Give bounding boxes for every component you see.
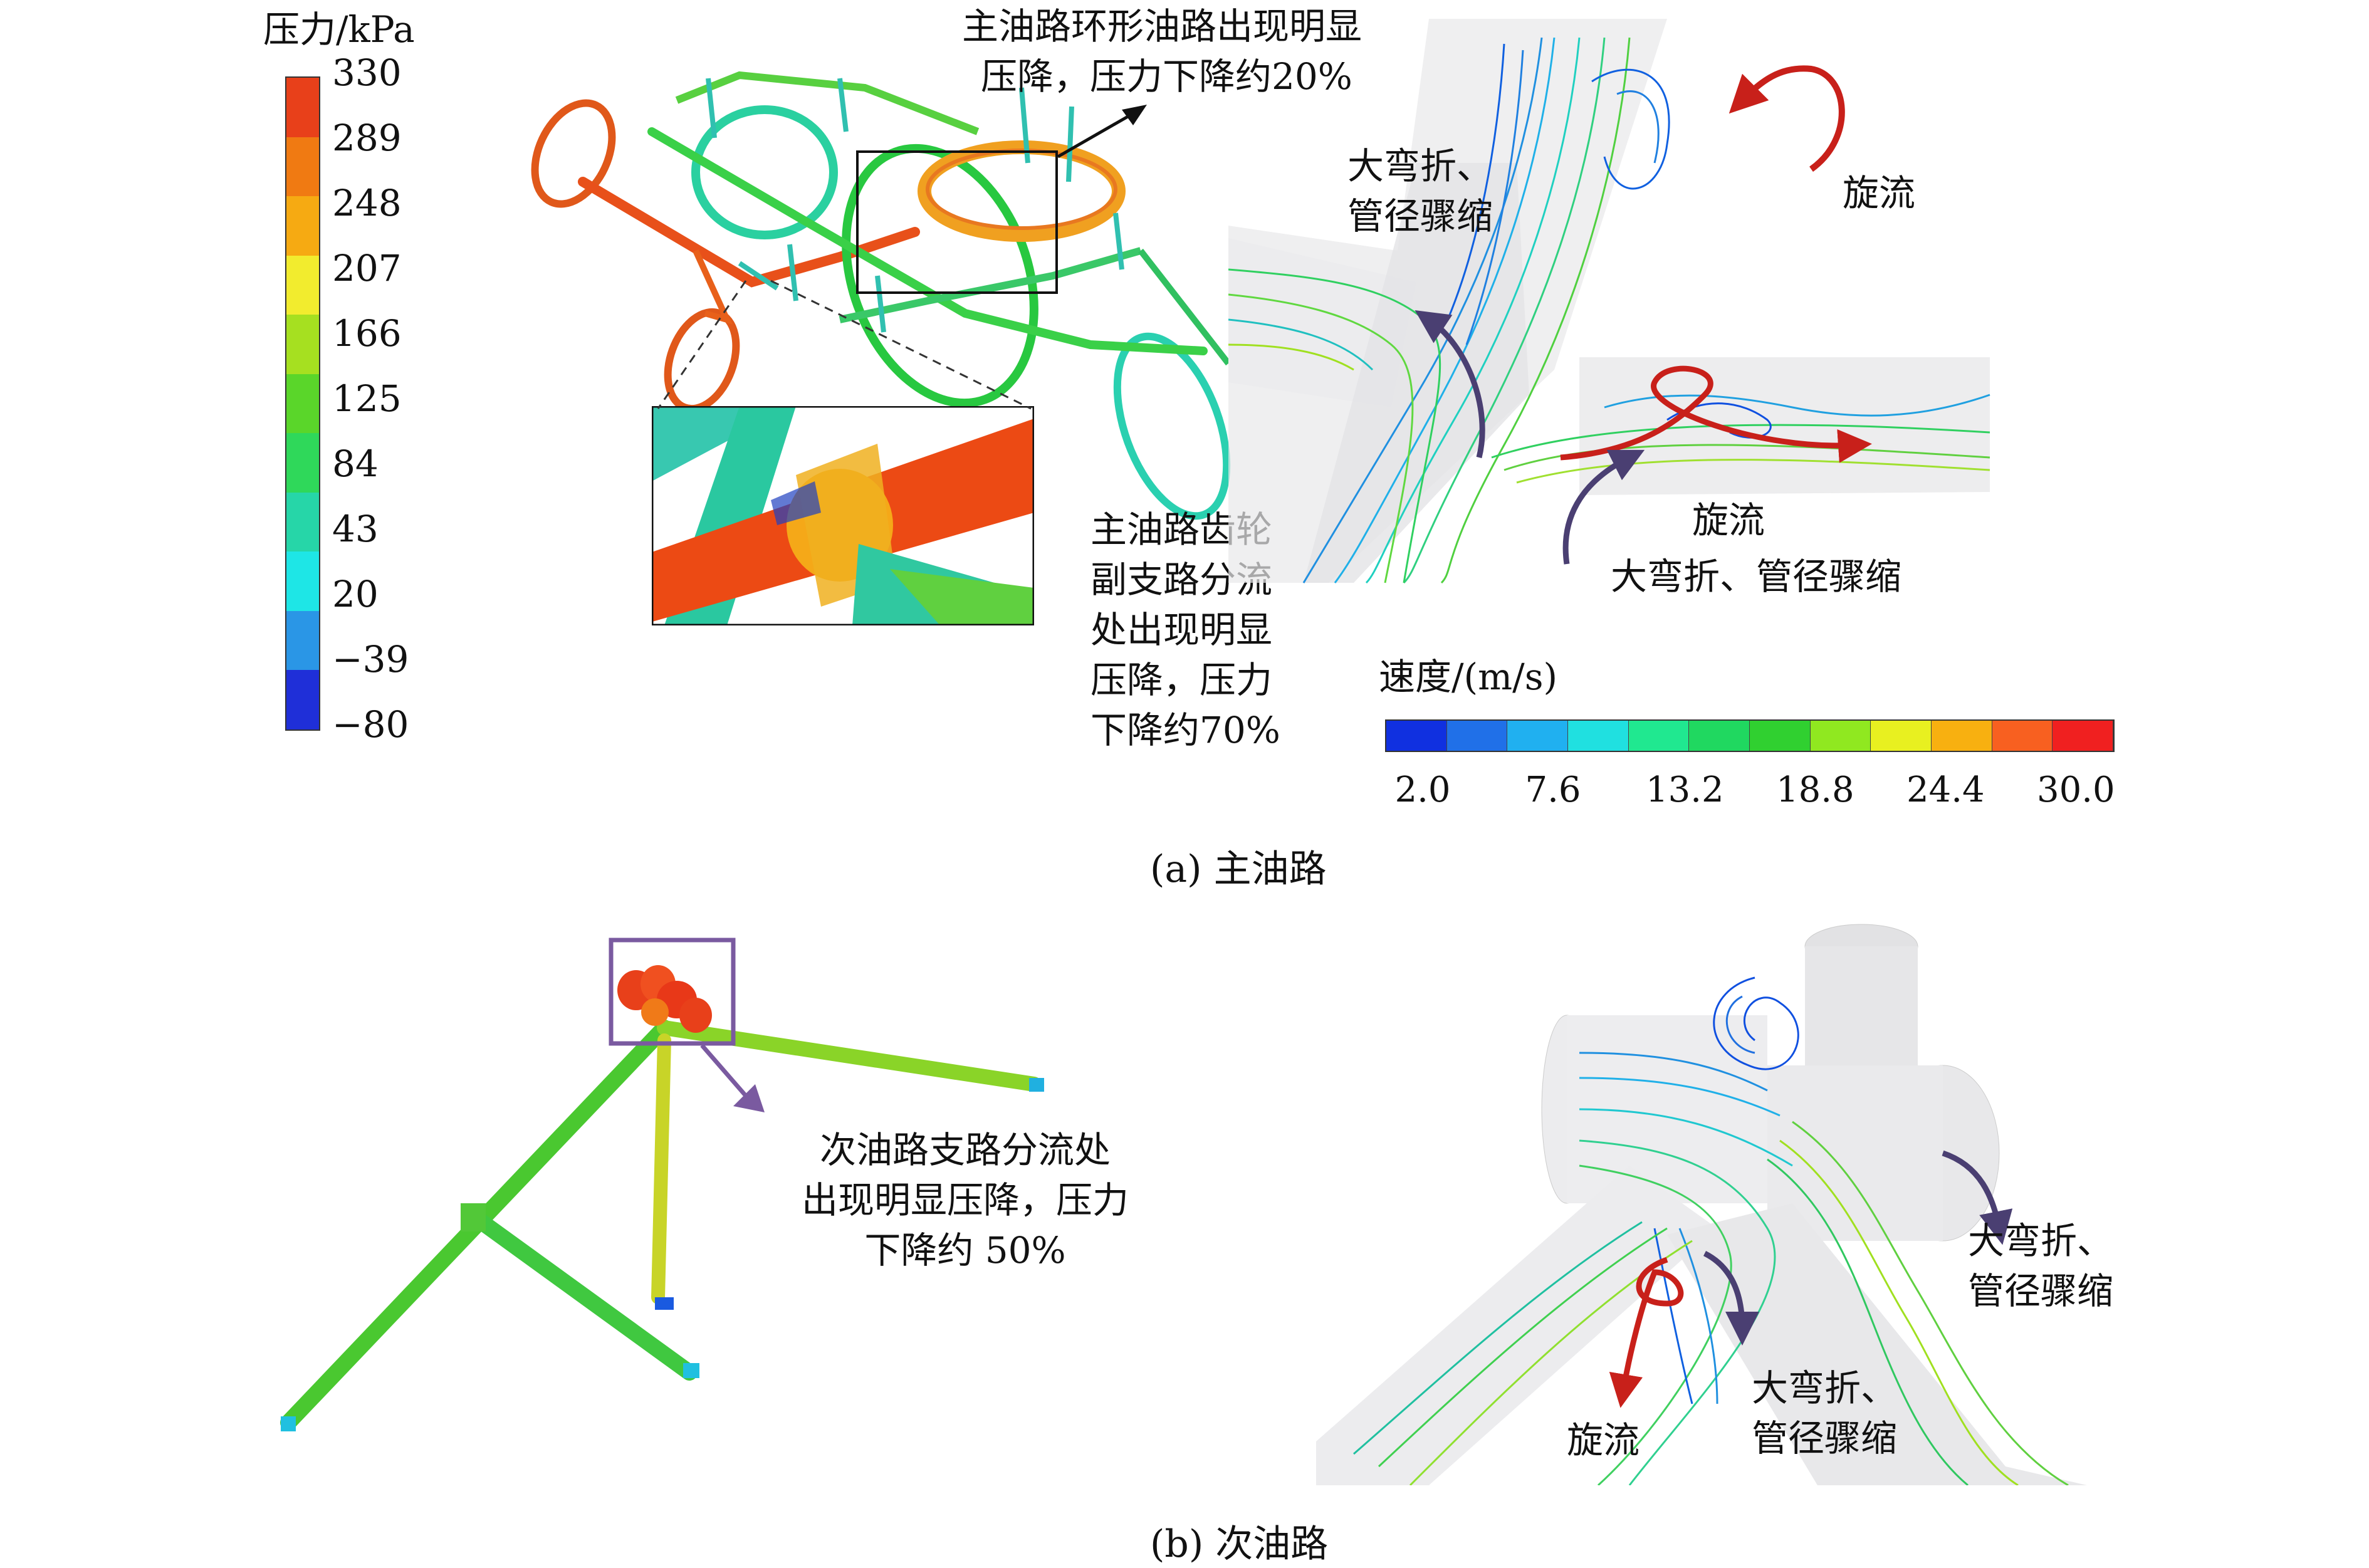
ring-highlight-box xyxy=(856,150,1058,294)
caption-b: (b) 次油路 xyxy=(1150,1522,1329,1566)
pressure-tick-labels: 330 289 248 207 166 125 84 43 20 −39 −80 xyxy=(332,0,458,752)
velocity-color-segment xyxy=(2053,721,2114,751)
swirl-label-mid: 旋流 xyxy=(1692,499,1765,541)
bend-arrow-bottom xyxy=(1562,449,1645,565)
secondary-circuit-streamlines xyxy=(1316,924,2087,1485)
pipe-segment xyxy=(657,1020,1042,1092)
bend-label-left: 大弯折、 管径骤缩 xyxy=(1347,145,1493,238)
main-circuit-streamlines xyxy=(1228,19,1990,584)
bend-label-bottom: 大弯折、管径骤缩 xyxy=(1611,555,1902,598)
bend-arrow-left xyxy=(1415,310,1485,459)
pipe-ring xyxy=(1113,332,1231,520)
bend-label-right: 大弯折、 管径骤缩 xyxy=(1968,1220,2114,1312)
zoom-leader-lines xyxy=(657,280,1032,410)
branch-junction-cluster xyxy=(617,965,712,1033)
pressure-color-segment xyxy=(286,255,319,315)
pressure-tick-label: 248 xyxy=(332,182,402,224)
pressure-color-segment xyxy=(286,374,319,434)
velocity-colorbar xyxy=(1385,719,2115,752)
branch-pressure-drop-annotation: 次油路支路分流处 出现明显压降，压力 下降约 50% xyxy=(801,1129,1129,1272)
pressure-color-segment xyxy=(286,670,319,729)
velocity-legend-title: 速度/(m/s) xyxy=(1379,656,1558,698)
pressure-color-segment xyxy=(286,492,319,552)
ring-annotation-arrow xyxy=(1057,105,1147,159)
swirl-label-top: 旋流 xyxy=(1843,172,1916,214)
pipe-segment xyxy=(465,1208,698,1381)
ring-pressure-drop-annotation: 主油路环形油路出现明显 压降，压力下降约20% xyxy=(962,5,1362,98)
pressure-tick-label: 289 xyxy=(332,117,402,159)
velocity-tick-label: 2.0 xyxy=(1394,770,1451,810)
junction-zoom-inset xyxy=(652,406,1034,625)
velocity-tick-label: 7.6 xyxy=(1525,770,1581,810)
main-oil-circuit-model xyxy=(531,71,1231,520)
velocity-color-segment xyxy=(1932,721,1992,751)
pipe-segment xyxy=(647,127,1208,355)
pipe-segment xyxy=(578,177,920,288)
velocity-color-segment xyxy=(1689,721,1750,751)
pressure-color-segment xyxy=(286,551,319,611)
pressure-color-segment xyxy=(286,315,319,374)
pressure-colorbar xyxy=(285,76,320,731)
velocity-tick-labels: 2.0 7.6 13.2 18.8 24.4 30.0 xyxy=(1385,770,2115,820)
bend-label-center: 大弯折、 管径骤缩 xyxy=(1752,1367,1898,1460)
pressure-tick-label: 166 xyxy=(332,312,402,355)
pressure-color-segment xyxy=(286,610,319,671)
pipe-segment xyxy=(693,249,733,325)
pressure-tick-label: 20 xyxy=(332,573,379,615)
pressure-tick-label: 84 xyxy=(332,442,379,485)
velocity-color-segment xyxy=(1386,721,1447,751)
bend-arrow-center xyxy=(1703,1250,1759,1346)
caption-a: (a) 主油路 xyxy=(1150,847,1327,891)
pressure-color-segment xyxy=(286,78,319,137)
swirl-label: 旋流 xyxy=(1567,1419,1640,1461)
highlighted-ring xyxy=(918,140,1126,242)
pressure-tick-label: −39 xyxy=(332,638,409,681)
pressure-color-segment xyxy=(286,137,319,197)
pressure-tick-label: 125 xyxy=(332,377,402,420)
velocity-color-segment xyxy=(1992,721,2053,751)
pipe-segment xyxy=(1138,248,1231,366)
velocity-tick-label: 13.2 xyxy=(1646,770,1724,810)
swirl-arrow xyxy=(1609,1257,1684,1408)
pipe-ring xyxy=(691,105,838,239)
pressure-tick-label: 43 xyxy=(332,508,379,550)
velocity-color-segment xyxy=(1507,721,1569,751)
velocity-color-segment xyxy=(1568,721,1629,751)
bend-arrow-right xyxy=(1942,1150,2013,1245)
velocity-tick-label: 30.0 xyxy=(2037,770,2115,810)
velocity-tick-label: 18.8 xyxy=(1776,770,1854,810)
pressure-tick-label: 207 xyxy=(332,247,402,290)
pressure-tick-label: 330 xyxy=(332,51,402,94)
velocity-color-segment xyxy=(1750,721,1811,751)
velocity-color-segment xyxy=(1871,721,1932,751)
velocity-color-segment xyxy=(1628,721,1690,751)
pipe-ring xyxy=(531,99,616,208)
pressure-legend-title: 压力/kPa xyxy=(263,8,415,51)
pressure-color-segment xyxy=(286,196,319,256)
velocity-color-segment xyxy=(1446,721,1508,751)
branch-highlight-box xyxy=(609,938,736,1046)
swirl-arrow-mid xyxy=(1560,365,1872,463)
velocity-color-segment xyxy=(1810,721,1871,751)
velocity-tick-label: 24.4 xyxy=(1906,770,1985,810)
secondary-oil-circuit-model xyxy=(280,938,1044,1431)
pressure-color-segment xyxy=(286,433,319,493)
pressure-tick-label: −80 xyxy=(332,703,409,746)
pipe-segment xyxy=(651,1033,671,1304)
swirl-arrow-top xyxy=(1728,65,1845,172)
